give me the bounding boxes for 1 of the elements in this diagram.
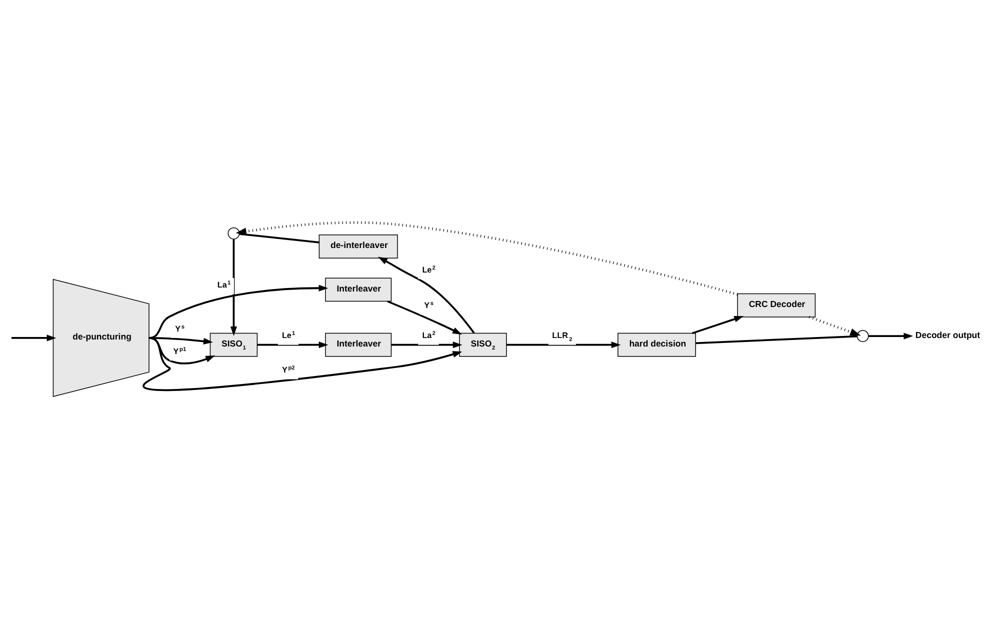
node-text: Decoder output bbox=[915, 330, 980, 340]
